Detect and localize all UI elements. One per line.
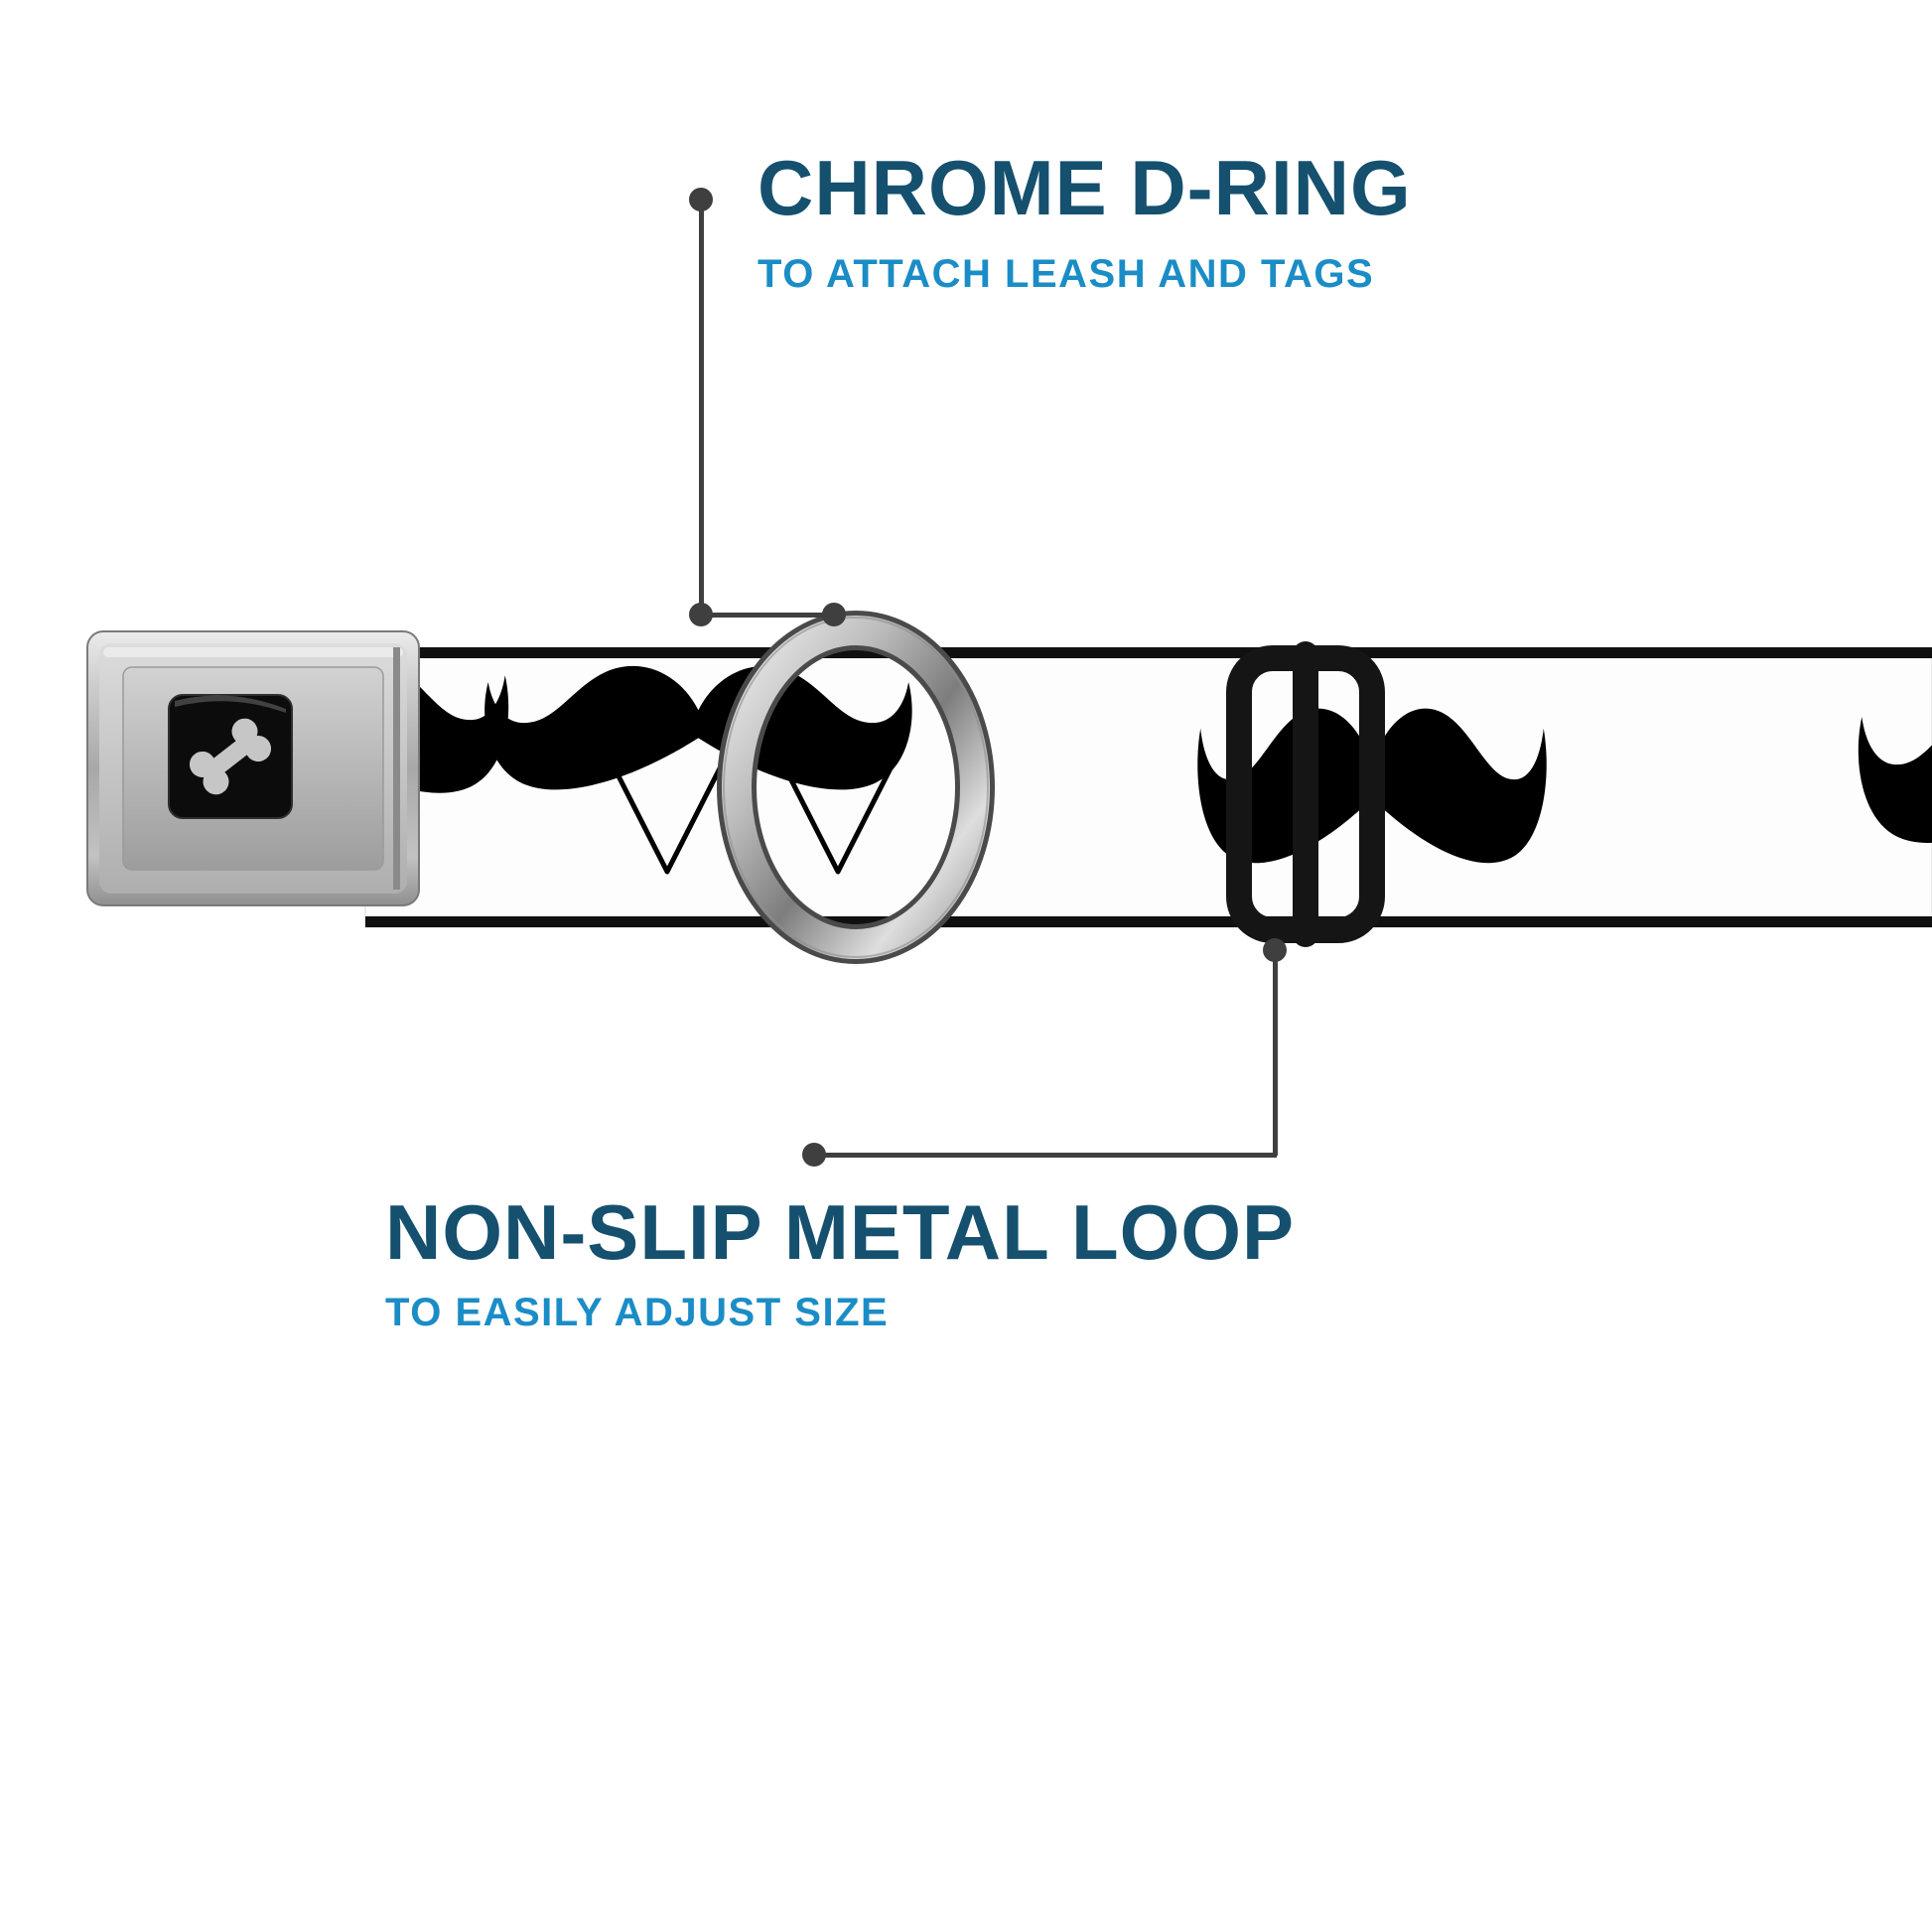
dog-bone-icon [189, 718, 272, 795]
loop-title: NON-SLIP METAL LOOP [385, 1188, 1296, 1276]
metal-loop-slider [1226, 641, 1385, 947]
loop-subtitle: TO EASILY ADJUST SIZE [385, 1291, 890, 1334]
chrome-d-ring [717, 611, 995, 964]
callout-line-vertical [699, 200, 704, 615]
callout-line-vertical [1273, 950, 1278, 1156]
goatee-outline [609, 760, 897, 875]
dring-title: CHROME D-RING [758, 144, 1412, 231]
callout-line-horizontal [814, 1153, 1277, 1158]
callout-line-horizontal [701, 613, 834, 618]
callout-dot [802, 1143, 826, 1167]
dring-subtitle: TO ATTACH LEASH AND TAGS [758, 252, 1375, 296]
callout-dot [822, 603, 846, 626]
seatbelt-buckle [86, 630, 420, 906]
